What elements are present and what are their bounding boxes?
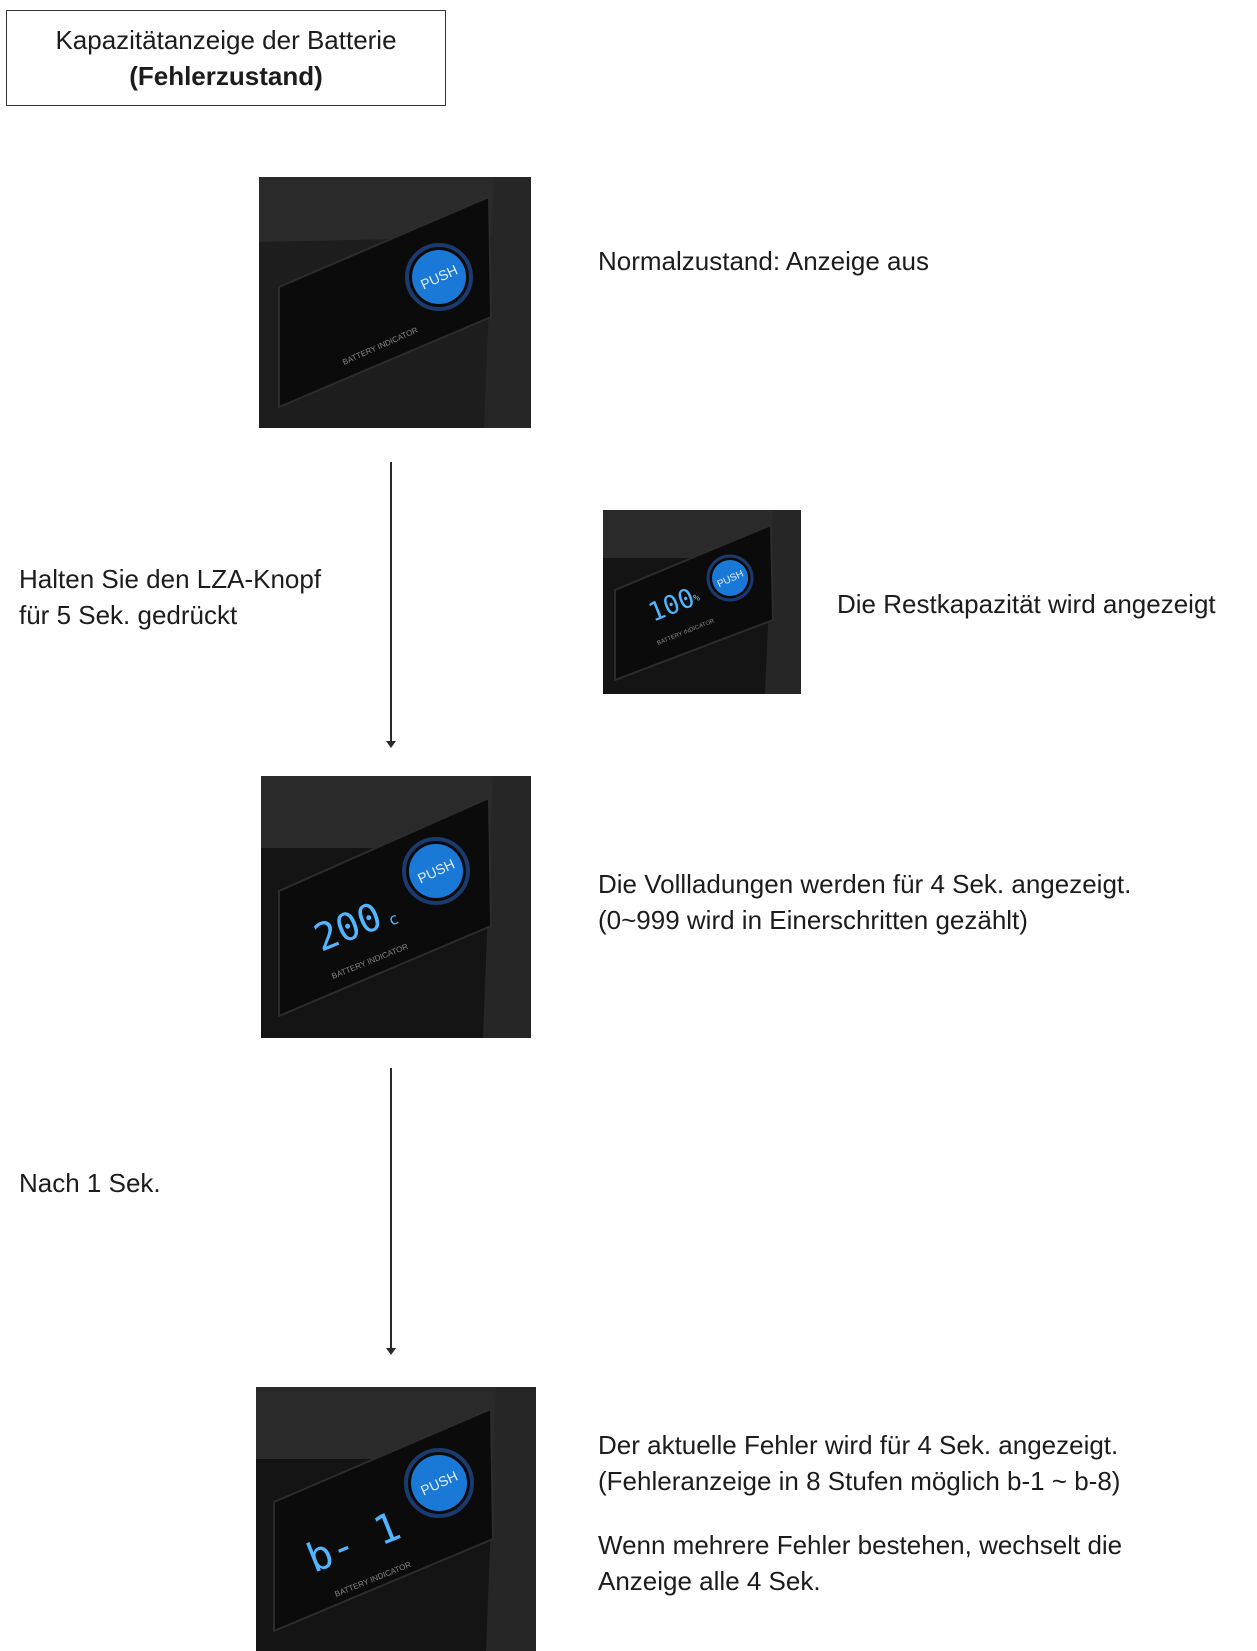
caption-error-code: Der aktuelle Fehler wird für 4 Sek. ange…: [598, 1427, 1122, 1599]
device-photo-charge-cycles: PUSH 200 c BATTERY INDICATOR: [261, 776, 531, 1038]
transition-line-1: Halten Sie den LZA-Knopf: [19, 564, 322, 594]
capacity-unit: %: [692, 592, 702, 604]
caption-charge-cycles: Die Vollladungen werden für 4 Sek. angez…: [598, 866, 1131, 938]
device-photo-error-code: PUSH b- 1 BATTERY INDICATOR: [256, 1387, 536, 1651]
caption-line-1: Die Vollladungen werden für 4 Sek. angez…: [598, 869, 1132, 899]
transition-line-2: für 5 Sek. gedrückt: [19, 600, 238, 630]
device-photo-display-off: PUSH BATTERY INDICATOR: [259, 177, 531, 428]
transition-hold-button: Halten Sie den LZA-Knopf für 5 Sek. gedr…: [19, 561, 321, 633]
caption-line-2: (0~999 wird in Einerschritten gezählt): [598, 905, 1028, 935]
title-line-1: Kapazitätanzeige der Batterie: [55, 25, 397, 55]
transition-after-1-sec: Nach 1 Sek.: [19, 1168, 161, 1198]
device-photo-remaining-capacity: PUSH 100 % BATTERY INDICATOR: [603, 510, 801, 694]
flow-arrow-2: [386, 1068, 396, 1355]
flow-arrow-1: [386, 462, 396, 748]
caption-line-1: Der aktuelle Fehler wird für 4 Sek. ange…: [598, 1430, 1119, 1460]
caption-line-2: (Fehleranzeige in 8 Stufen möglich b-1 ~…: [598, 1466, 1121, 1496]
title-line-2: (Fehlerzustand): [129, 61, 323, 91]
caption-line-3: Wenn mehrere Fehler bestehen, wechselt d…: [598, 1530, 1123, 1560]
caption-line-4: Anzeige alle 4 Sek.: [598, 1566, 821, 1596]
caption-remaining-capacity: Die Restkapazität wird angezeigt: [837, 589, 1216, 619]
title-box: Kapazitätanzeige der Batterie (Fehlerzus…: [6, 10, 446, 106]
caption-normal-state: Normalzustand: Anzeige aus: [598, 246, 929, 276]
